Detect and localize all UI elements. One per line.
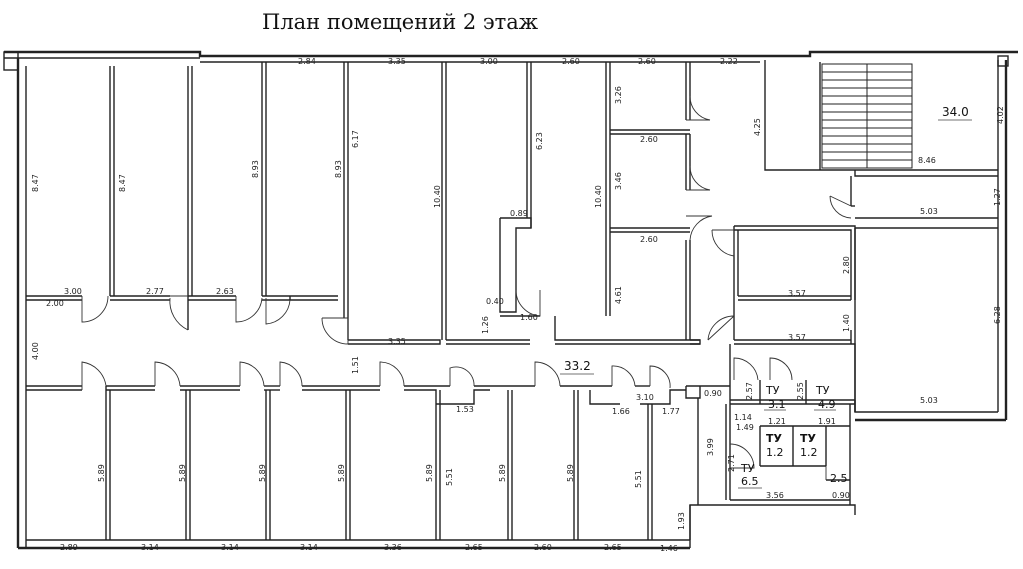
dim-h-5: 6.17	[351, 130, 360, 148]
dim-sh-8: 5.89	[566, 464, 575, 482]
dim-top-4: 2.60	[562, 57, 580, 66]
dim-nr-3: 2.63	[216, 287, 234, 296]
dim-b-4: 3.14	[300, 543, 318, 552]
dim-cs-11: 1.21	[768, 417, 786, 426]
staircase	[821, 63, 913, 169]
dim-cs-6: 0.90	[704, 389, 722, 398]
tu-label-3: ТУ	[766, 432, 783, 445]
south-partitions	[26, 344, 855, 540]
area-stair-hall: 34.0	[942, 105, 969, 119]
dim-cs-5: 1.77	[662, 407, 680, 416]
dim-cs-14: 2.71	[727, 454, 736, 472]
dim-mr-4: 3.57	[788, 333, 806, 342]
dim-top-3: 3.00	[480, 57, 498, 66]
dim-top-5: 2.60	[638, 57, 656, 66]
tu-label-4: ТУ	[800, 432, 817, 445]
dim-mr-2: 3.57	[788, 289, 806, 298]
dim-office-h1: 3.26	[614, 86, 623, 104]
dim-sh-7: 5.89	[498, 464, 507, 482]
dim-nr-7: 0.89	[510, 209, 528, 218]
dim-nr-4: 2.00	[46, 299, 64, 308]
dim-sh-9: 5.51	[634, 470, 643, 488]
north-partitions	[26, 62, 856, 412]
dim-cs-7: 2.57	[745, 382, 754, 400]
dim-b-8: 2.65	[604, 543, 622, 552]
dim-cs-3: 1.66	[612, 407, 630, 416]
dim-mr-3: 1.40	[842, 314, 851, 332]
dim-sh-1: 5.89	[97, 464, 106, 482]
tu-label-2: ТУ	[815, 384, 830, 397]
dim-h-9: 4.25	[753, 118, 762, 136]
dim-h-6: 10.40	[433, 185, 442, 208]
dim-nr-10: 1.60	[520, 313, 538, 322]
dim-cs-12: 1.91	[818, 417, 836, 426]
dim-b-2: 3.14	[141, 543, 159, 552]
area-tu-6: 2.5	[830, 472, 848, 485]
dim-b-9: 1.46	[660, 544, 678, 553]
dim-mr-5: 6.28	[993, 306, 1002, 324]
dim-sh-6: 5.51	[445, 468, 454, 486]
dim-mr-6: 5.03	[920, 396, 938, 405]
dim-h-7: 6.23	[535, 132, 544, 150]
dim-nr-9: 1.26	[481, 316, 490, 334]
dim-b-1: 2.89	[60, 543, 78, 552]
dim-h-1: 8.47	[31, 174, 40, 192]
dim-nr-5: 4.00	[31, 342, 40, 360]
dim-top-6: 2.22	[720, 57, 738, 66]
dim-nr-6: 3.35	[388, 337, 406, 346]
plan-title: План помещений 2 этаж	[262, 10, 539, 34]
doors	[81, 95, 852, 480]
dim-top-2: 3.35	[388, 57, 406, 66]
dim-sh-2: 5.89	[178, 464, 187, 482]
dim-nr-1: 3.00	[64, 287, 82, 296]
dim-cs-13: 3.99	[706, 438, 715, 456]
dim-office-w2: 2.60	[640, 235, 658, 244]
dim-office-h3: 4.61	[614, 286, 623, 304]
dim-sh-4: 5.89	[337, 464, 346, 482]
dim-sh-3: 5.89	[258, 464, 267, 482]
dim-h-11: 8.46	[918, 156, 936, 165]
dim-cs-1: 1.51	[351, 356, 360, 374]
dim-cs-4: 3.10	[636, 393, 654, 402]
dim-office-h2: 3.46	[614, 172, 623, 190]
dim-cs-10: 1.49	[736, 423, 754, 432]
dim-h-13: 5.03	[920, 207, 938, 216]
area-corridor: 33.2	[564, 359, 591, 373]
area-tu-1: 3.1	[768, 398, 786, 411]
dim-sh-5: 5.89	[425, 464, 434, 482]
dim-cs-16: 0.90	[832, 491, 850, 500]
dim-b-6: 2.65	[465, 543, 483, 552]
dimension-labels: 2.84 3.35 3.00 2.60 2.60 2.22 3.26 2.60 …	[31, 57, 1005, 553]
dim-nr-8: 0.40	[486, 297, 504, 306]
dim-cs-9: 1.14	[734, 413, 752, 422]
dim-cs-15: 3.56	[766, 491, 784, 500]
dim-h-3: 8.93	[251, 160, 260, 178]
dim-h-10: 4.02	[996, 106, 1005, 124]
tu-label-5: ТУ	[740, 462, 755, 475]
dim-nr-2: 2.77	[146, 287, 164, 296]
area-tu-5: 6.5	[741, 475, 759, 488]
outer-walls	[3, 50, 1018, 550]
dim-top-1: 2.84	[298, 57, 316, 66]
dim-h-2: 8.47	[118, 174, 127, 192]
dim-sh-10: 1.93	[677, 512, 686, 530]
area-labels: 34.0 33.2 ТУ 3.1 ТУ 4.9 ТУ 1.2 ТУ 1.2 ТУ…	[560, 105, 972, 489]
dim-cs-2: 1.53	[456, 405, 474, 414]
dim-b-5: 3.36	[384, 543, 402, 552]
dim-h-4: 8.93	[334, 160, 343, 178]
area-tu-3: 1.2	[766, 446, 784, 459]
dim-b-3: 3.14	[221, 543, 239, 552]
dim-b-7: 2.60	[534, 543, 552, 552]
area-tu-2: 4.9	[818, 398, 836, 411]
dim-office-w1: 2.60	[640, 135, 658, 144]
area-tu-4: 1.2	[800, 446, 818, 459]
tu-label-1: ТУ	[765, 384, 780, 397]
dim-mr-1: 2.80	[842, 256, 851, 274]
dim-h-8: 10.40	[594, 185, 603, 208]
dim-cs-8: 2.55	[796, 382, 805, 400]
dim-h-12: 1.27	[993, 188, 1002, 206]
